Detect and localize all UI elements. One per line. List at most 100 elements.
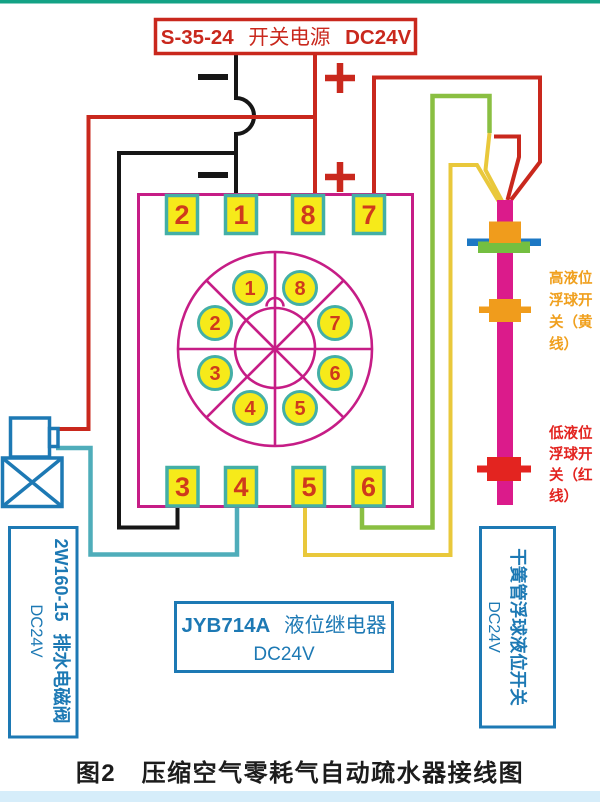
low-float-tab-right	[521, 465, 531, 473]
minus-icon	[198, 172, 228, 178]
high-float-body	[489, 299, 521, 322]
solenoid-coil-terminal	[47, 426, 60, 449]
pin-number: 6	[329, 363, 340, 385]
wire-negative-to-terminal-3	[117, 151, 236, 530]
high-level-float	[479, 299, 531, 322]
pin-circle-5	[282, 390, 318, 426]
low-float-body	[487, 457, 521, 481]
pin-number: 2	[209, 313, 220, 335]
level-relay-label: JYB714A 液位继电器 DC24V	[174, 601, 394, 673]
terminal-number: 3	[175, 472, 190, 502]
terminal-box-4	[223, 465, 259, 508]
float-switch-label: 干簧管浮球液位开关 DC24V	[479, 526, 556, 729]
level-relay-model: JYB714A	[181, 614, 270, 637]
wire-terminal-6-to-float	[359, 93, 492, 530]
terminal-number: 5	[301, 472, 316, 502]
power-supply-model: S-35-24	[161, 26, 235, 49]
pin-circle-7	[317, 305, 353, 341]
terminal-number: 6	[361, 472, 376, 502]
wire-yellow	[303, 132, 504, 557]
pin-circle-4	[232, 390, 268, 426]
socket-pin-numbers: 1 8 2 7 3 6 4 5	[209, 278, 340, 420]
terminal-number: 4	[233, 472, 248, 502]
terminal-box-6	[351, 465, 386, 508]
pin-circle-1	[232, 270, 268, 306]
solenoid-valve-voltage: DC24V	[27, 604, 45, 657]
wire-positive	[57, 53, 542, 431]
pin-circle-6	[317, 355, 353, 391]
solenoid-valve-label-box	[8, 526, 79, 739]
float-head-block	[489, 221, 521, 243]
wire-positive-to-solenoid	[57, 115, 315, 431]
socket-pins	[197, 270, 353, 426]
solenoid-coil	[8, 416, 52, 459]
level-relay-name: 液位继电器	[284, 614, 387, 637]
pin-circle-3	[197, 355, 233, 391]
terminal-number: 1	[233, 200, 248, 230]
terminal-box-7	[351, 193, 387, 236]
minus-symbols	[198, 74, 228, 178]
terminal-number: 7	[361, 200, 376, 230]
float-switch-icon	[467, 200, 541, 505]
pin-number: 1	[244, 278, 255, 300]
socket-circle	[176, 250, 374, 448]
minus-icon	[198, 74, 228, 80]
pin-number: 7	[329, 313, 340, 335]
wire-terminal-7-to-float-red-lead	[372, 75, 542, 202]
high-float-tab-left	[479, 306, 489, 313]
bottom-band	[0, 791, 600, 802]
power-supply-box	[153, 17, 418, 56]
power-supply-voltage: DC24V	[345, 26, 411, 49]
terminal-number: 8	[300, 200, 315, 230]
level-relay-voltage: DC24V	[253, 644, 315, 665]
level-relay-label-box	[174, 601, 394, 673]
float-rod	[497, 200, 513, 505]
float-switch-voltage: DC24V	[485, 601, 502, 653]
plus-symbols	[325, 63, 355, 192]
float-switch-name: 干簧管浮球液位开关	[508, 548, 528, 706]
float-yellow-lead	[483, 132, 504, 202]
top-border-line	[0, 0, 600, 4]
wire-teal	[56, 445, 240, 557]
solenoid-valve-model: 2W160-15	[51, 538, 71, 621]
high-float-tab-right	[521, 306, 531, 313]
float-switch-label-box	[479, 526, 556, 729]
socket-divider-diagonal-2	[205, 279, 345, 419]
solenoid-valve-label: 2W160-15 排水电磁阀 DC24V	[8, 526, 79, 739]
pin-number: 4	[244, 398, 256, 420]
power-supply: S-35-24 开关电源 DC24V	[153, 17, 418, 56]
wire-terminal-5-to-float	[303, 163, 501, 557]
level-relay-line1: JYB714A 液位继电器	[181, 614, 386, 637]
terminal-box-5	[291, 465, 327, 508]
solenoid-valve-icon	[0, 416, 64, 509]
socket-terminal-numbers: 2 1 8 7 3 4 5 6	[174, 200, 376, 502]
wire-negative-to-terminal-1	[234, 53, 256, 196]
wire-terminal-4-to-solenoid	[56, 445, 240, 557]
solenoid-valve-name: 排水电磁阀	[51, 634, 72, 724]
float-red-lead	[494, 134, 521, 201]
solenoid-valve-label-line1: 2W160-15 排水电磁阀	[51, 538, 72, 723]
pin-circle-8	[282, 270, 318, 306]
terminal-box-1	[223, 193, 259, 236]
plus-icon	[325, 63, 355, 93]
high-level-float-label: 高液位 浮球开 关（黄 线）	[549, 269, 597, 353]
pin-number: 3	[209, 363, 220, 385]
socket-terminals	[164, 193, 387, 508]
plus-icon	[325, 162, 355, 192]
power-supply-label: S-35-24 开关电源 DC24V	[161, 26, 412, 49]
power-supply-name: 开关电源	[248, 26, 330, 49]
pin-number: 8	[294, 278, 305, 300]
pin-number: 5	[294, 398, 305, 420]
pin-circle-2	[197, 305, 233, 341]
terminal-box-3	[165, 465, 200, 508]
low-level-float	[477, 457, 531, 481]
figure-caption: 图2 压缩空气零耗气自动疏水器接线图	[76, 759, 524, 787]
terminal-box-2	[164, 193, 200, 236]
low-level-float-label: 低液位 浮球开 关（红 线）	[548, 424, 597, 505]
terminal-box-8	[290, 193, 326, 236]
solenoid-valve-cross	[1, 456, 64, 508]
terminal-number: 2	[174, 200, 189, 230]
low-float-tab-left	[477, 465, 487, 473]
wire-green	[359, 93, 492, 530]
